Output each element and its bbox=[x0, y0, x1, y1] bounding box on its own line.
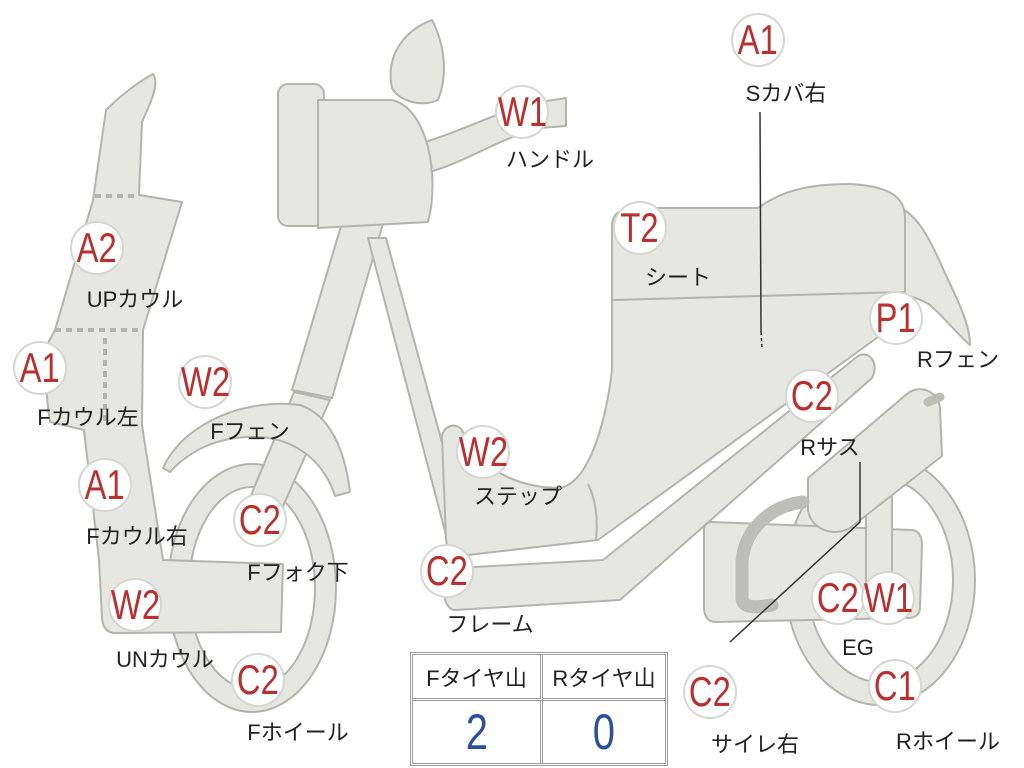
grade-code: A2 bbox=[76, 224, 118, 271]
tire-tread-table: Fタイヤ山 Rタイヤ山 2 0 bbox=[410, 652, 668, 766]
upper-cowl-grade-badge: A2 bbox=[70, 221, 124, 275]
grade-code: P1 bbox=[875, 294, 917, 341]
grade-code: A1 bbox=[737, 16, 779, 63]
rear-tire-tread-header: Rタイヤ山 bbox=[543, 655, 665, 701]
handlebar-grade-badge: W1 bbox=[495, 85, 549, 139]
rear-fender-grade-badge: P1 bbox=[869, 291, 923, 345]
exhaust-pipe-shape bbox=[735, 495, 810, 614]
side-cover-leader-line-end bbox=[760, 331, 763, 349]
engine-grade-badge-2: W1 bbox=[861, 571, 915, 625]
grade-code: C1 bbox=[874, 662, 916, 709]
handlebar-label: ハンドル bbox=[505, 147, 595, 172]
front-cowl-shape bbox=[45, 73, 284, 634]
rear-tire-tread-value: 0 bbox=[592, 704, 616, 760]
grade-code: W1 bbox=[863, 574, 913, 621]
front-cowl-left-label: Fカウル左 bbox=[37, 405, 139, 430]
grade-code: A1 bbox=[84, 461, 126, 508]
grade-code: W2 bbox=[180, 358, 230, 405]
rear-fender-label: Rフェン bbox=[917, 347, 999, 372]
muffler-leader-line bbox=[729, 462, 861, 643]
rear-tire-tread-cell: 0 bbox=[543, 701, 665, 763]
side-cover-leader-line bbox=[759, 111, 762, 333]
front-cowl-left-grade-badge: A1 bbox=[13, 341, 67, 395]
front-wheel-shape bbox=[167, 463, 337, 713]
grade-code: C2 bbox=[237, 656, 279, 703]
front-tire-tread-cell: 2 bbox=[413, 701, 543, 763]
grade-code: C2 bbox=[791, 372, 833, 419]
front-fork-lower-grade-badge: C2 bbox=[233, 493, 287, 547]
windscreen-shape bbox=[389, 19, 445, 105]
side-cover-right-label: Sカバ右 bbox=[745, 81, 827, 106]
front-cowl-right-grade-badge: A1 bbox=[78, 458, 132, 512]
muffler-shape bbox=[807, 388, 943, 533]
seat-grade-badge: T2 bbox=[613, 201, 667, 255]
step-panel-line bbox=[587, 483, 598, 541]
front-fender-label: Fフェン bbox=[210, 419, 290, 444]
rear-wheel-grade-badge: C1 bbox=[868, 659, 922, 713]
grade-code: C2 bbox=[817, 574, 859, 621]
grade-code: C2 bbox=[426, 547, 468, 594]
step-label: ステップ bbox=[473, 484, 563, 509]
front-fender-shape bbox=[162, 402, 351, 497]
front-tire-tread-header: Fタイヤ山 bbox=[413, 655, 543, 701]
rear-fender-shape bbox=[887, 204, 971, 346]
rear-suspension-label: Rサス bbox=[800, 435, 860, 460]
grade-code: A1 bbox=[19, 344, 61, 391]
engine-label: EG bbox=[842, 635, 874, 660]
grade-code: W2 bbox=[458, 428, 508, 475]
rear-wheel-label: Rホイール bbox=[896, 729, 1000, 754]
rear-suspension-grade-badge: C2 bbox=[785, 369, 839, 423]
muffler-right-label: サイレ右 bbox=[710, 732, 800, 757]
upper-cowl-label: UPカウル bbox=[86, 287, 184, 312]
muffler-tip-shape bbox=[923, 392, 945, 407]
grade-code: T2 bbox=[620, 204, 660, 251]
front-wheel-label: Fホイール bbox=[247, 720, 349, 745]
front-fork-lower-label: Fフォク下 bbox=[247, 560, 349, 585]
grade-code: W2 bbox=[110, 581, 160, 628]
frame-grade-badge: C2 bbox=[420, 544, 474, 598]
muffler-right-grade-badge: C2 bbox=[683, 665, 737, 719]
headlight-housing-shape bbox=[317, 99, 434, 229]
front-tire-tread-value: 2 bbox=[465, 704, 488, 760]
grade-code: W1 bbox=[497, 88, 547, 135]
frame-label: フレーム bbox=[446, 612, 534, 637]
engine-grade-badge-1: C2 bbox=[811, 571, 865, 625]
grade-code: C2 bbox=[689, 668, 731, 715]
front-wheel-grade-badge: C2 bbox=[231, 653, 285, 707]
grade-code: C2 bbox=[239, 496, 281, 543]
front-cowl-right-label: Fカウル右 bbox=[86, 524, 188, 549]
under-cowl-grade-badge: W2 bbox=[108, 578, 162, 632]
step-grade-badge: W2 bbox=[456, 425, 510, 479]
front-fender-grade-badge: W2 bbox=[178, 355, 232, 409]
under-cowl-label: UNカウル bbox=[116, 647, 214, 672]
side-cover-right-grade-badge: A1 bbox=[731, 13, 785, 67]
seat-label: シート bbox=[644, 265, 712, 290]
